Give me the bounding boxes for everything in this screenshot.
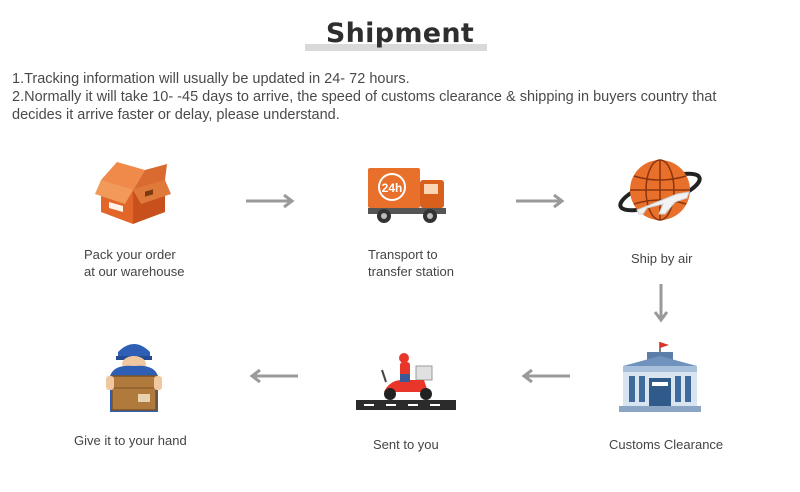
step-label-line1: Ship by air	[631, 251, 693, 266]
truck-24h-icon: 24h	[368, 168, 446, 223]
arrow-right-icon	[246, 194, 295, 208]
step-label: Ship by air	[631, 250, 692, 267]
step-label-line1: Pack your order	[84, 247, 176, 262]
step-give-to-hand: Give it to your hand	[44, 336, 224, 456]
arrow-right-icon	[516, 194, 565, 208]
step-label-line2: transfer station	[368, 264, 454, 279]
step-label: Pack your order at our warehouse	[84, 246, 184, 280]
note-line-2-continued: decides it arrive faster or delay, pleas…	[12, 107, 340, 123]
step-transport: 24h Transport to transfer station	[320, 160, 500, 280]
step-label: Customs Clearance	[609, 436, 723, 453]
courier-with-box-icon	[106, 344, 162, 412]
note-line-1: 1.Tracking information will usually be u…	[12, 71, 410, 87]
arrow-down-icon	[654, 284, 668, 323]
shipping-notes: 1.Tracking information will usually be u…	[12, 70, 792, 124]
step-label-line1: Give it to your hand	[74, 433, 187, 448]
globe-airplane-icon	[618, 159, 702, 221]
note-line-2: 2.Normally it will take 10- -45 days to …	[12, 89, 717, 105]
step-customs-clearance: Customs Clearance	[570, 340, 750, 460]
step-label-line1: Sent to you	[373, 437, 439, 452]
step-pack-order: Pack your order at our warehouse	[42, 160, 222, 280]
title-area: Shipment	[0, 18, 800, 58]
step-label-line1: Customs Clearance	[609, 437, 724, 452]
step-label: Sent to you	[373, 436, 439, 453]
step-label-line1: Transport to	[368, 247, 438, 262]
step-label: Give it to your hand	[74, 432, 187, 449]
arrow-left-icon	[521, 369, 570, 383]
truck-badge-text: 24h	[382, 181, 403, 195]
page-title: Shipment	[325, 18, 475, 49]
step-ship-by-air: Ship by air	[570, 158, 750, 278]
title-underline	[305, 44, 487, 51]
box-icon	[95, 162, 171, 224]
step-sent-to-you: Sent to you	[316, 344, 496, 464]
customs-building-icon	[619, 342, 701, 412]
step-label-line2: at our warehouse	[84, 264, 185, 279]
step-label: Transport to transfer station	[368, 246, 454, 280]
delivery-scooter-icon	[356, 353, 456, 410]
arrow-left-icon	[249, 369, 298, 383]
